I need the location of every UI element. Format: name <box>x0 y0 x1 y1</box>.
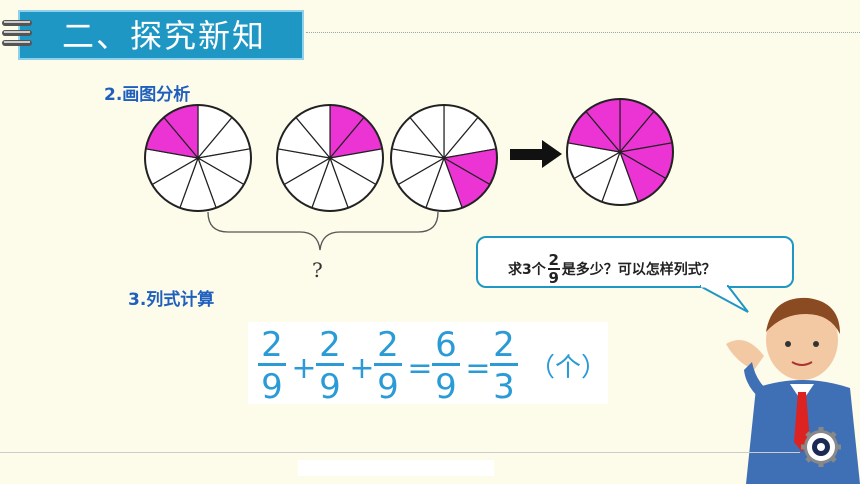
header-divider <box>306 32 860 33</box>
bubble-prefix: 求3个 <box>508 262 546 278</box>
footer-bar <box>298 460 494 476</box>
equation-numerator: 2 <box>493 325 515 365</box>
equation-operator: + <box>349 351 374 386</box>
binder-rings-icon <box>2 20 32 46</box>
equation-fraction-bar <box>432 363 460 366</box>
equation: 29+29+29=69=23（个） <box>258 325 607 407</box>
equation-unit: （个） <box>529 353 607 383</box>
right-arrow-icon <box>510 140 562 168</box>
brace-question-mark: ? <box>312 258 323 282</box>
page-title: 二、探究新知 <box>62 17 267 55</box>
equation-numerator: 6 <box>435 325 457 365</box>
brace <box>207 211 439 251</box>
bubble-question: 求3个 2 9 是多少？可以怎样列式？ <box>508 252 716 286</box>
bubble-fraction-denominator: 9 <box>548 269 559 287</box>
equation-operator: = <box>407 351 432 386</box>
equation-fraction-bar <box>258 363 286 366</box>
pie-diagram <box>144 98 674 251</box>
equation-denominator: 9 <box>319 367 341 404</box>
equation-numerator: 2 <box>319 325 341 365</box>
equation-denominator: 9 <box>261 367 283 404</box>
pie-2 <box>276 104 384 212</box>
diagram-section-number: 2. <box>104 85 123 105</box>
formula-section-number: 3. <box>128 290 147 310</box>
equation-fraction-bar <box>316 363 344 366</box>
pie-4 <box>566 98 674 206</box>
equation-operator: + <box>291 351 316 386</box>
equation-denominator: 9 <box>377 367 399 404</box>
bubble-fraction: 2 9 <box>547 251 560 287</box>
equation-numerator: 2 <box>377 325 399 365</box>
equation-fraction-bar <box>490 363 518 366</box>
bubble-fraction-numerator: 2 <box>548 251 559 269</box>
equation-numerator: 2 <box>261 325 283 365</box>
gear-button-icon[interactable] <box>800 426 842 468</box>
pie-1 <box>144 104 252 212</box>
speech-bubble: 求3个 2 9 是多少？可以怎样列式？ <box>476 236 794 288</box>
section-banner: 二、探究新知 <box>18 10 304 60</box>
diagram-section-text: 画图分析 <box>122 85 191 105</box>
pie-3 <box>390 104 498 212</box>
equation-fraction-bar <box>374 363 402 366</box>
formula-section-text: 列式计算 <box>146 290 215 310</box>
bubble-suffix: 是多少？可以怎样列式？ <box>561 262 716 278</box>
equation-denominator: 3 <box>493 367 515 404</box>
equation-denominator: 9 <box>435 367 457 404</box>
formula-section-label: 3.列式计算 <box>128 285 214 310</box>
diagram-section-label: 2.画图分析 <box>104 80 190 105</box>
footer-line <box>0 452 800 453</box>
equation-operator: = <box>465 351 490 386</box>
